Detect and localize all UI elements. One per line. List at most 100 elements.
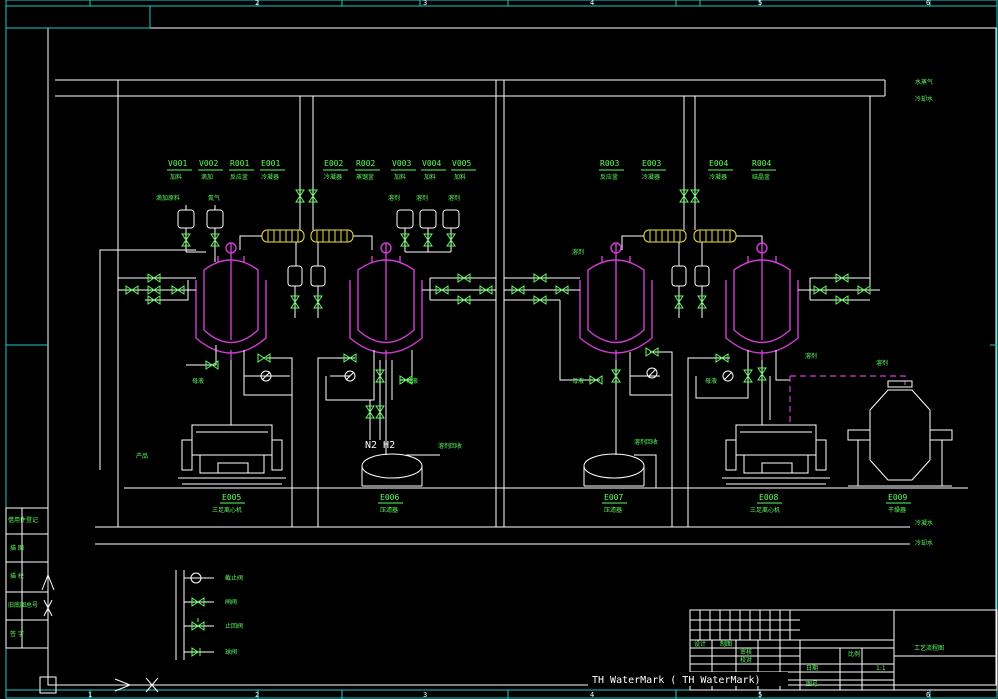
tag-desc: 干燥器 [888, 506, 906, 514]
tag-e003: E003 [642, 159, 661, 168]
grid-number: 5 [758, 691, 762, 699]
tank-note: 溶剂 [388, 194, 400, 202]
tank-note: 溶剂 [876, 359, 888, 367]
equipment-tags-bottom: E005 E006 E007 E008 E009 三足离心机 压滤器 压滤器 三… [212, 493, 911, 514]
tank-note: 溶剂 [572, 248, 584, 256]
condenser-piping [239, 96, 763, 318]
tag-e001: E001 [261, 159, 280, 168]
tank-note: 氮气 [208, 194, 220, 202]
grid-number: 3 [423, 691, 427, 699]
tank-note: 溶剂 [805, 352, 817, 360]
tag-v003: V003 [392, 159, 411, 168]
tag-desc: 反应釜 [600, 173, 618, 181]
tag-r001: R001 [230, 159, 249, 168]
ucs-axis-icon [39, 573, 159, 694]
tag-desc: 反应釜 [230, 173, 248, 181]
grid-number: 2 [255, 0, 259, 7]
tag-v004: V004 [422, 159, 441, 168]
tank-note: 溶剂 [448, 194, 460, 202]
process-note: 溶剂回收 [438, 442, 462, 450]
title-block: 工艺流程图 设计 制图 审核 校对 比例 日期 图号 1:1 [689, 609, 998, 691]
side-label: 描 图 [10, 544, 24, 552]
title-cell: 1:1 [876, 665, 886, 672]
tank-note: 溶剂 [416, 194, 428, 202]
process-note: 母液 [705, 377, 717, 385]
tag-desc: 结晶釜 [752, 173, 770, 181]
title-cell: 比例 [848, 650, 860, 658]
grid-number: 4 [590, 0, 594, 7]
drawing-title: 工艺流程图 [914, 644, 944, 652]
title-cell: 设计 [694, 640, 706, 648]
tag-e008: E008 [759, 493, 778, 502]
grid-number: 4 [590, 691, 594, 699]
dryer-e009 [847, 380, 953, 487]
side-label: 借用件登记 [8, 516, 38, 524]
reactor-r003 [579, 242, 653, 360]
tag-desc: 冷凝器 [709, 173, 727, 181]
tag-desc: 加料 [170, 173, 182, 181]
tag-e004: E004 [709, 159, 728, 168]
equipment-tags-top: V001 V002 R001 E001 E002 R002 V003 V004 … [167, 159, 776, 181]
process-note: 母液 [572, 377, 584, 385]
tag-e009: E009 [888, 493, 907, 502]
valve-legend: 截止阀 闸阀 止回阀 球阀 [175, 570, 243, 660]
tag-r003: R003 [600, 159, 619, 168]
tag-e007: E007 [604, 493, 623, 502]
feed-tank-v002 [206, 205, 224, 252]
tag-v002: V002 [199, 159, 218, 168]
tag-desc: 冷凝器 [324, 173, 342, 181]
condenser-e003 [643, 229, 687, 243]
condenser-e002 [310, 229, 354, 243]
tag-desc: 压滤器 [604, 506, 622, 514]
process-note: 溶剂回收 [634, 438, 658, 446]
feed-tank-v001 [177, 205, 195, 252]
grid-number: 2 [255, 691, 259, 699]
tag-desc: 三足离心机 [212, 506, 242, 514]
gas-label: N2 H2 [365, 440, 395, 451]
tag-desc: 蒸馏釜 [356, 173, 374, 181]
tag-e005: E005 [222, 493, 241, 502]
process-note: 母液 [406, 377, 418, 385]
valve-group [125, 189, 871, 419]
side-label: 旧底图总号 [8, 601, 38, 609]
tag-desc: 冷凝器 [642, 173, 660, 181]
watermark: TH WaterMark ( TH WaterMark) [588, 672, 788, 686]
tag-e002: E002 [324, 159, 343, 168]
grid-number: 5 [758, 0, 762, 7]
tag-desc: 冷凝器 [261, 173, 279, 181]
tag-v005: V005 [452, 159, 471, 168]
process-piping [99, 249, 880, 527]
centrifuge-e008 [722, 424, 830, 485]
tag-desc: 滴加 [201, 173, 213, 181]
tag-r004: R004 [752, 159, 771, 168]
tag-desc: 压滤器 [380, 506, 398, 514]
pipe-headers [55, 79, 968, 545]
utility-label: 冷却水 [915, 539, 933, 547]
utility-label: 冷凝水 [915, 519, 933, 527]
condenser-e001 [261, 229, 305, 243]
legend-label: 闸阀 [225, 598, 237, 606]
legend-label: 截止阀 [225, 574, 243, 582]
condenser-e004 [693, 229, 737, 243]
process-note: 产品 [136, 452, 148, 460]
reactor-r002 [349, 242, 423, 360]
utility-label: 冷却水 [915, 95, 933, 103]
side-revision-block: 借用件登记 描 图 描 校 旧底图总号 签 字 [5, 507, 49, 649]
tag-desc: 加料 [424, 173, 436, 181]
utility-label: 水蒸气 [915, 78, 933, 86]
centrifuge-e005 [178, 424, 286, 485]
filter-e006 [361, 453, 440, 487]
tag-v001: V001 [168, 159, 187, 168]
legend-label: 止回阀 [225, 622, 243, 630]
reactor-r001 [195, 242, 267, 360]
title-cell: 日期 [806, 664, 818, 672]
grid-number: 6 [926, 0, 930, 7]
tag-e006: E006 [380, 493, 399, 502]
dryer-feed-line [790, 375, 906, 385]
grid-number: 6 [926, 691, 930, 699]
grid-number: 3 [423, 0, 427, 7]
reactor-r004 [725, 242, 799, 360]
title-cell: 制图 [720, 640, 732, 648]
filter-e007 [583, 453, 657, 488]
